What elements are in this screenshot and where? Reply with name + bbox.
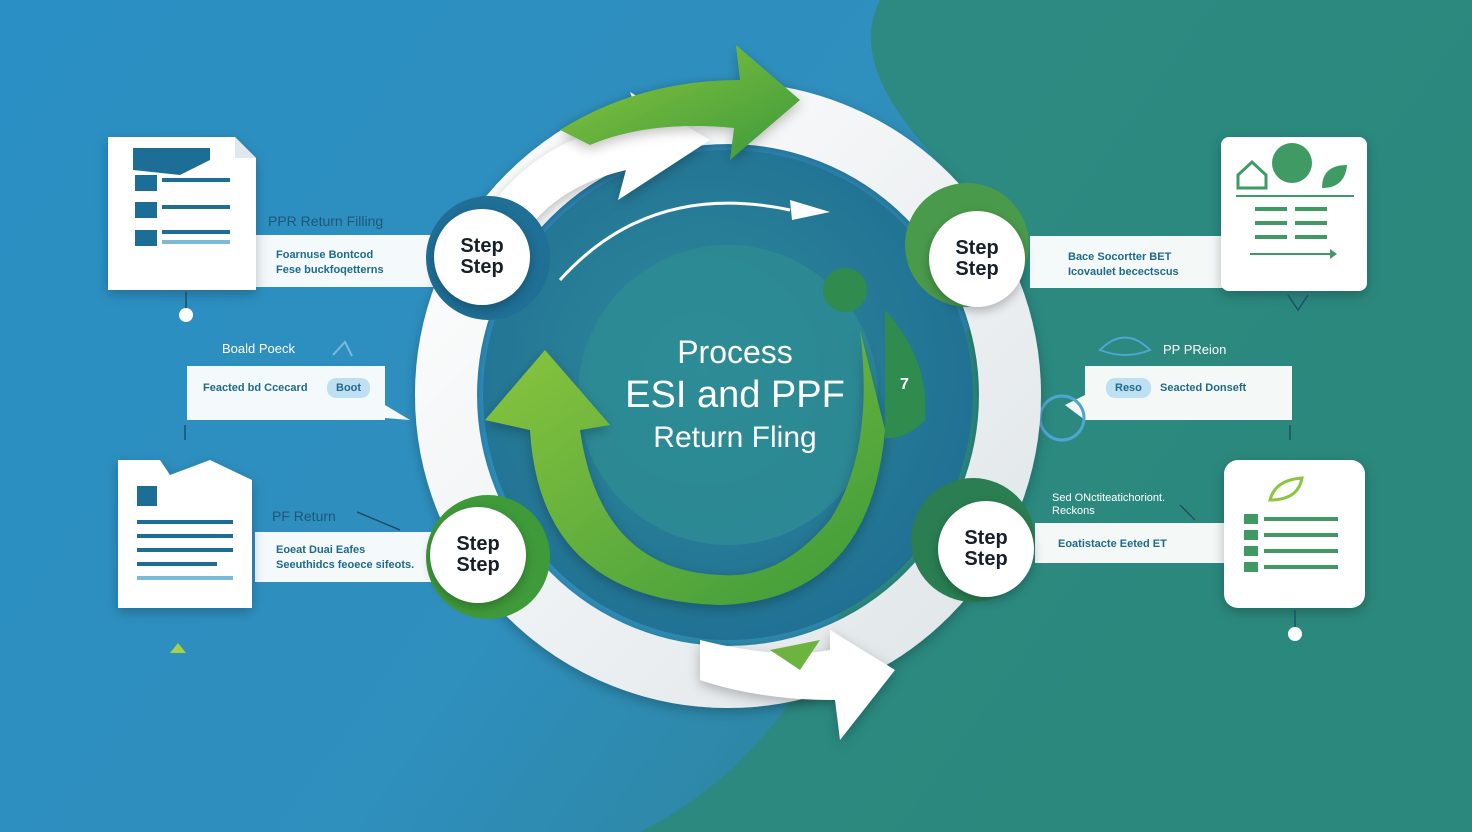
left-card2-label: PF Return bbox=[272, 508, 336, 524]
green-tip-bottom bbox=[770, 640, 820, 670]
left-mid-tag: Boot bbox=[327, 378, 371, 398]
step-node-top-left: Step Step bbox=[427, 202, 537, 312]
green-leaf bbox=[885, 310, 926, 439]
doc-card-left-bottom bbox=[118, 460, 252, 608]
green-cycle-arrow bbox=[485, 330, 885, 605]
left-card1-label: PPR Return Filling bbox=[268, 213, 384, 229]
triangle-marker bbox=[170, 643, 186, 653]
green-arrow-top bbox=[560, 45, 800, 160]
right-mid-desc: Seacted Donseft bbox=[1160, 382, 1247, 394]
step-label-line1: Step bbox=[456, 533, 500, 555]
right-card1-desc1: Bace Socortter BET bbox=[1068, 251, 1172, 263]
inner-highlight bbox=[578, 245, 878, 545]
white-arrow-bottom bbox=[700, 630, 895, 740]
step-node-top-right: Step Step bbox=[922, 204, 1032, 314]
right-mid-tag: Reso bbox=[1106, 378, 1151, 398]
doc-card-left-top bbox=[108, 137, 256, 290]
right-card2-label1: Sed ONctiteatichoriont. bbox=[1052, 492, 1166, 504]
doc-card-right-bottom bbox=[1224, 460, 1365, 608]
right-mid-label: PP PReion bbox=[1163, 342, 1227, 357]
center-title-line3: Return Fling bbox=[653, 421, 817, 454]
right-card1-desc2: Icovaulet becectscus bbox=[1068, 266, 1179, 278]
step-face: Step Step bbox=[938, 501, 1034, 597]
node-dot-left-top bbox=[179, 308, 193, 322]
step-face: Step Step bbox=[434, 209, 530, 305]
step-label-line2: Step bbox=[460, 256, 504, 278]
node-dot-right-bottom bbox=[1288, 627, 1302, 641]
connector-line bbox=[1287, 294, 1309, 312]
step-node-bottom-right: Step Step bbox=[931, 494, 1041, 604]
green-dot bbox=[823, 268, 867, 312]
left-card1-desc1: Foarnuse Bontcod bbox=[276, 249, 374, 261]
step-node-bottom-left: Step Step bbox=[423, 500, 533, 610]
thin-arc bbox=[558, 201, 791, 282]
step-label-line2: Step bbox=[955, 258, 999, 280]
connector-line bbox=[356, 511, 401, 531]
connector-line bbox=[1179, 504, 1196, 521]
step-label-line1: Step bbox=[955, 237, 999, 259]
left-card2-desc2: Seeuthidcs feoece sifeots. bbox=[276, 559, 415, 571]
right-card2-label2: Reckons bbox=[1052, 505, 1095, 517]
step-face: Step Step bbox=[430, 507, 526, 603]
step-face: Step Step bbox=[929, 211, 1025, 307]
left-card1-desc2: Fese buckfoqetterns bbox=[276, 264, 384, 276]
left-mid-label: Boald Poeck bbox=[222, 341, 295, 356]
thin-arc-head bbox=[790, 200, 830, 220]
step-label-line2: Step bbox=[964, 548, 1008, 570]
left-mid-desc: Feacted bd Ccecard bbox=[203, 382, 308, 394]
left-card2-desc1: Eoeat Duai Eafes bbox=[276, 544, 366, 556]
connector-bars bbox=[255, 235, 1235, 582]
doc-card-right-top bbox=[1221, 137, 1367, 291]
step-label-line1: Step bbox=[460, 235, 504, 257]
center-marker: 7 bbox=[900, 376, 909, 393]
step-label-line2: Step bbox=[456, 554, 500, 576]
center-title: Process ESI and PPF Return Fling bbox=[590, 332, 880, 458]
step-label-line1: Step bbox=[964, 527, 1008, 549]
right-card2-desc: Eoatistacte Eeted ET bbox=[1058, 538, 1167, 550]
center-title-line1: Process bbox=[677, 334, 793, 370]
center-title-line2: ESI and PPF bbox=[625, 374, 845, 416]
